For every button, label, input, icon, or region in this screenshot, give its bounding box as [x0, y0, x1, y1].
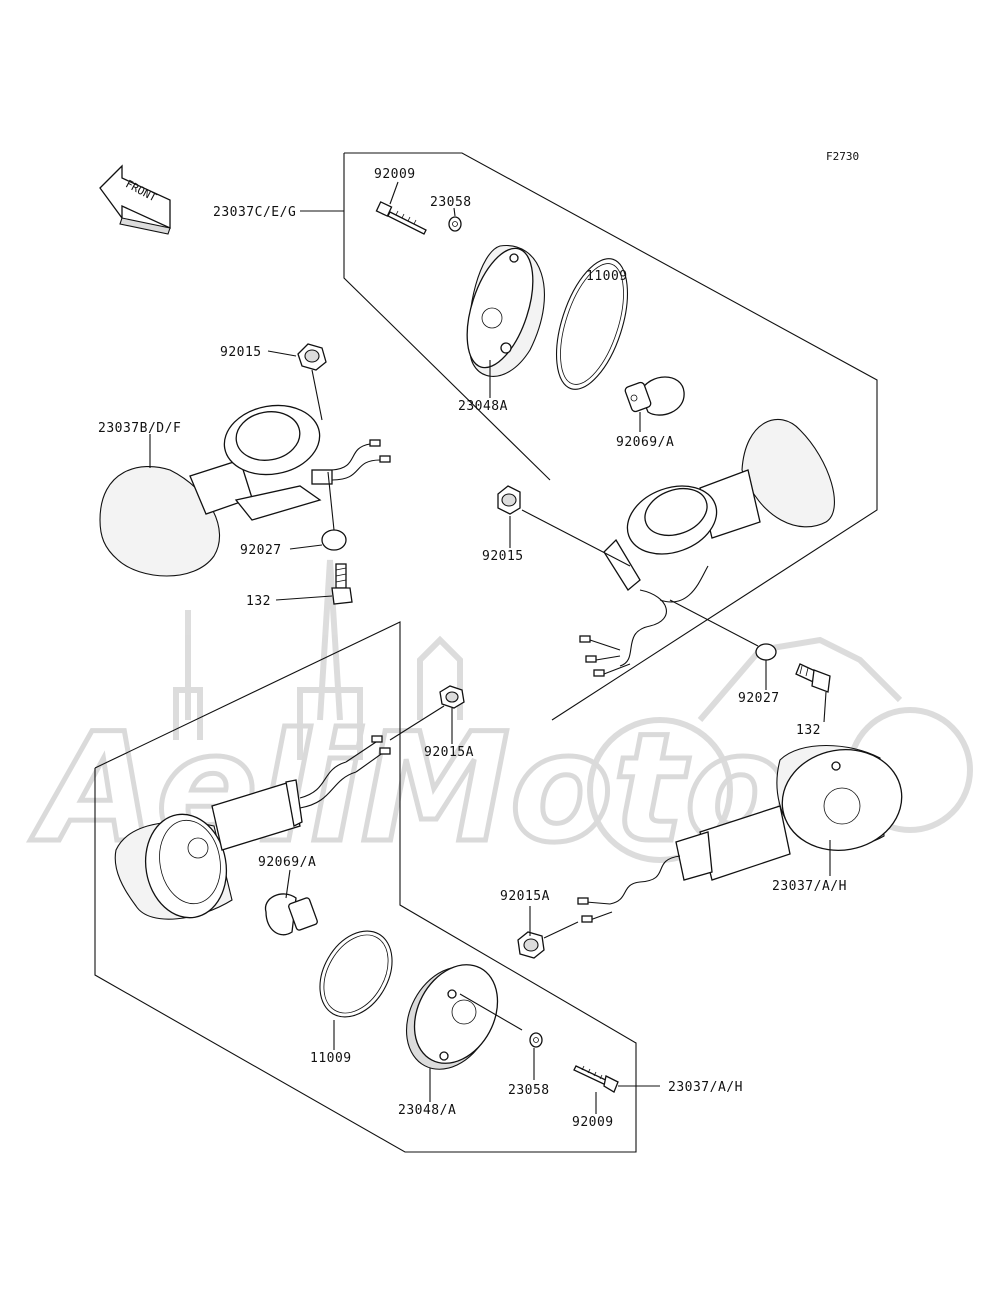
- turn-signal-right-rear: [577, 745, 903, 923]
- turn-signal-right-front: [579, 419, 835, 677]
- bushing-92027-left: [321, 529, 347, 551]
- gasket-11009-top: [556, 258, 628, 390]
- lower-group-outline: [94, 621, 637, 1153]
- label-23058-top: 23058: [430, 195, 472, 210]
- bulb-92069a-top: [624, 376, 685, 416]
- label-132-right: 132: [796, 723, 821, 738]
- label-23037ah-bottom: 23037/A/H: [668, 1080, 743, 1095]
- bolt-132-right: [795, 663, 831, 693]
- lens-23048a-lower: [405, 964, 499, 1070]
- label-23048a-top: 23048A: [458, 399, 508, 414]
- screw-92009-top: [375, 201, 427, 235]
- label-132-left: 132: [246, 594, 271, 609]
- label-92009-top: 92009: [374, 167, 416, 182]
- label-23037ceg: 23037C/E/G: [213, 205, 296, 220]
- bolt-132-left: [331, 563, 353, 605]
- nut-92015-top-left: [297, 343, 327, 371]
- label-92009-lower: 92009: [572, 1115, 614, 1130]
- nut-92015-mid: [497, 485, 521, 515]
- label-92027-left: 92027: [240, 543, 282, 558]
- label-23058-lower: 23058: [508, 1083, 550, 1098]
- label-23037bdf: 23037B/D/F: [98, 421, 181, 436]
- label-92069a-lower: 92069/A: [258, 855, 316, 870]
- label-11009-top: 11009: [586, 269, 628, 284]
- leader-lines: [149, 181, 831, 1114]
- nut-92015a-lower: [517, 931, 545, 959]
- washer-23058-top: [448, 216, 462, 232]
- label-23048a-lower: 23048/A: [398, 1103, 456, 1118]
- figure-code: F2730: [826, 150, 859, 163]
- label-92015-mid: 92015: [482, 549, 524, 564]
- label-11009-lower: 11009: [310, 1051, 352, 1066]
- label-92027-right: 92027: [738, 691, 780, 706]
- housing-23048a-top: [466, 245, 545, 377]
- label-23037ah-right: 23037/A/H: [772, 879, 847, 894]
- label-92015a-lower: 92015A: [500, 889, 550, 904]
- gasket-11009-lower: [319, 930, 393, 1018]
- upper-group-outline: [344, 152, 878, 721]
- label-92015a-mid: 92015A: [424, 745, 474, 760]
- label-92015-top-left: 92015: [220, 345, 262, 360]
- label-92069a-top: 92069/A: [616, 435, 674, 450]
- turn-signal-left-rear: [114, 735, 391, 920]
- turn-signal-left-front: [99, 404, 391, 577]
- nut-92015a-mid: [439, 685, 465, 709]
- washer-23058-lower: [529, 1032, 543, 1048]
- screw-92009-lower: [573, 1065, 619, 1093]
- bulb-92069a-lower: [264, 893, 318, 936]
- front-arrow-icon: FRONT: [99, 164, 171, 235]
- bushing-92027-right: [755, 643, 777, 661]
